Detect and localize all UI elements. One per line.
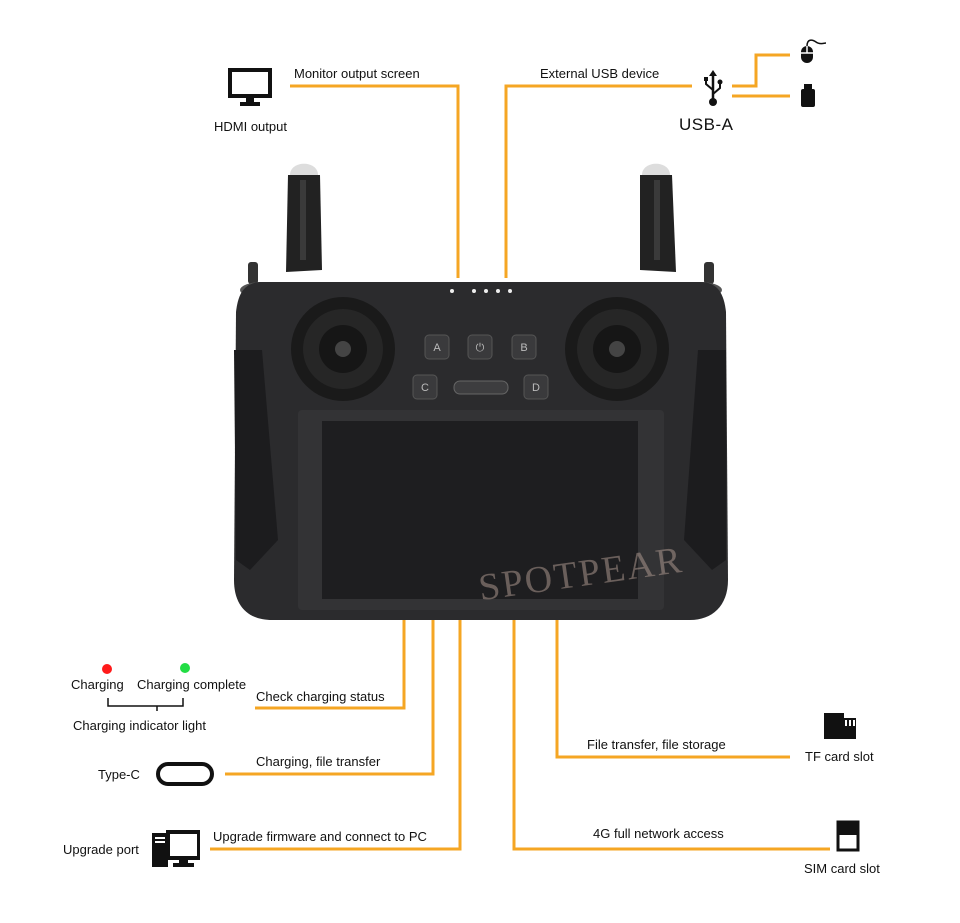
tf-label: TF card slot — [805, 749, 874, 764]
screen — [322, 421, 638, 599]
button-d — [523, 374, 549, 400]
charging-description: Check charging status — [256, 689, 385, 704]
button-a — [424, 334, 450, 360]
usb-mouse-branch-line — [732, 53, 790, 88]
mouse-icon — [801, 39, 827, 63]
usb-connector-line — [504, 84, 692, 278]
tf-connector-line — [555, 620, 790, 759]
charging-indicator-label: Charging indicator light — [73, 718, 206, 733]
left-joystick — [291, 297, 395, 401]
computer-icon — [152, 830, 200, 867]
button-b — [511, 334, 537, 360]
charging-green-dot — [180, 663, 190, 673]
button-b-label: B — [520, 342, 527, 354]
right-grip — [684, 350, 726, 570]
tf-card-icon — [824, 713, 856, 739]
sim-description: 4G full network access — [593, 826, 724, 841]
button-d-label: D — [532, 382, 540, 394]
sim-card-icon — [836, 820, 860, 852]
typec-description: Charging, file transfer — [256, 754, 381, 769]
status-led-dots — [450, 289, 512, 293]
monitor-icon — [228, 68, 272, 106]
charging-connector-line — [255, 620, 406, 710]
usb-stick-icon — [801, 84, 815, 107]
upgrade-connector-line — [210, 620, 462, 851]
sim-connector-line — [512, 620, 830, 851]
button-a-label: A — [433, 342, 441, 354]
typec-label: Type-C — [98, 767, 140, 782]
power-button — [467, 334, 493, 360]
usb-description: External USB device — [540, 66, 660, 81]
left-antenna — [286, 163, 322, 272]
hdmi-connector-line — [290, 84, 460, 278]
left-grip — [234, 350, 278, 570]
hdmi-label: HDMI output — [214, 119, 287, 134]
hdmi-description: Monitor output screen — [294, 66, 420, 81]
right-joystick — [565, 297, 669, 401]
button-c-label: C — [421, 382, 429, 394]
tf-description: File transfer, file storage — [587, 737, 726, 752]
type-c-port-icon — [156, 762, 214, 786]
indicator-bracket — [107, 698, 184, 711]
right-antenna — [640, 163, 676, 272]
sim-label: SIM card slot — [804, 861, 880, 876]
upgrade-description: Upgrade firmware and connect to PC — [213, 829, 427, 844]
usb-a-label: USB-A — [679, 115, 734, 134]
usb-icon — [704, 70, 723, 106]
button-c — [412, 374, 438, 400]
charging-label: Charging — [71, 677, 124, 692]
charging-red-dot — [102, 664, 112, 674]
typec-connector-line — [225, 620, 435, 776]
power-icon: ⏻ — [476, 342, 485, 354]
upgrade-label: Upgrade port — [63, 842, 139, 857]
slide-switch — [453, 380, 509, 395]
charging-complete-label: Charging complete — [137, 677, 247, 692]
